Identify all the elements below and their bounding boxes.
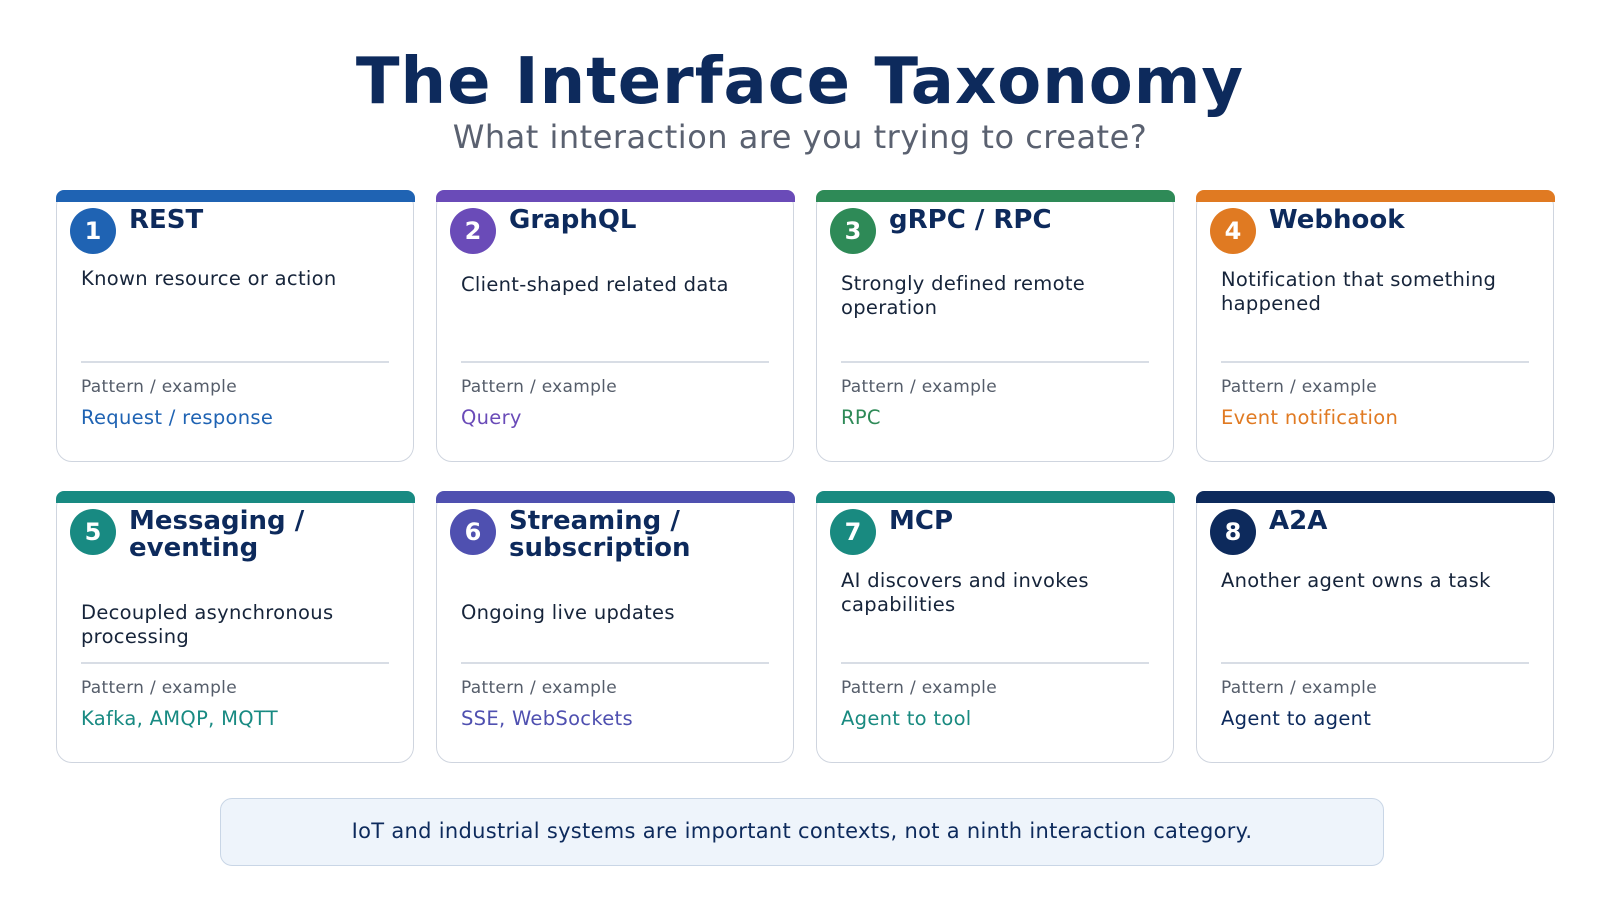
card-title: Messaging / eventing	[129, 506, 305, 563]
card-accent-bar	[55, 189, 415, 202]
pattern-label: Pattern / example	[81, 678, 237, 698]
page-subtitle: What interaction are you trying to creat…	[452, 118, 1148, 156]
card-number-badge: 8	[1210, 509, 1256, 555]
pattern-value: SSE, WebSockets	[461, 707, 633, 730]
pattern-value: Kafka, AMQP, MQTT	[81, 707, 278, 730]
card-title: GraphQL	[509, 205, 637, 235]
card-accent-bar	[815, 189, 1175, 202]
card-graphql: 2 GraphQL Client-shaped related data Pat…	[435, 189, 795, 462]
pattern-label: Pattern / example	[1221, 678, 1377, 698]
card-description: Ongoing live updates	[461, 601, 675, 624]
pattern-value: Query	[461, 406, 522, 429]
pattern-label: Pattern / example	[841, 377, 997, 397]
card-divider	[461, 361, 769, 363]
card-title: gRPC / RPC	[889, 205, 1052, 235]
card-accent-bar	[435, 189, 795, 202]
pattern-label: Pattern / example	[461, 377, 617, 397]
pattern-value: Request / response	[81, 406, 274, 429]
card-divider	[1221, 361, 1529, 363]
card-number-badge: 6	[450, 509, 496, 555]
card-streaming: 6 Streaming / subscription Ongoing live …	[435, 490, 795, 763]
pattern-value: RPC	[841, 406, 881, 429]
pattern-value: Agent to tool	[841, 707, 972, 730]
card-accent-bar	[1195, 189, 1555, 202]
pattern-value: Agent to agent	[1221, 707, 1372, 730]
card-divider	[841, 662, 1149, 664]
card-divider	[81, 361, 389, 363]
pattern-label: Pattern / example	[81, 377, 237, 397]
footer-note: IoT and industrial systems are important…	[220, 798, 1384, 866]
card-number-badge: 4	[1210, 208, 1256, 254]
card-description: AI discovers and invokes capabilities	[841, 569, 1089, 616]
card-title: MCP	[889, 506, 954, 536]
card-rest: 1 REST Known resource or action Pattern …	[55, 189, 415, 462]
page-title: The Interface Taxonomy	[355, 45, 1245, 119]
card-title: REST	[129, 205, 204, 235]
pattern-label: Pattern / example	[461, 678, 617, 698]
card-description: Notification that something happened	[1221, 268, 1497, 315]
card-description: Another agent owns a task	[1221, 569, 1491, 592]
card-webhook: 4 Webhook Notification that something ha…	[1195, 189, 1555, 462]
card-number-badge: 5	[70, 509, 116, 555]
card-number-badge: 7	[830, 509, 876, 555]
card-number-badge: 1	[70, 208, 116, 254]
pattern-label: Pattern / example	[1221, 377, 1377, 397]
card-a2a: 8 A2A Another agent owns a task Pattern …	[1195, 490, 1555, 763]
card-description: Decoupled asynchronous processing	[81, 601, 334, 648]
card-accent-bar	[1195, 490, 1555, 503]
card-description: Client-shaped related data	[461, 273, 729, 296]
card-description: Known resource or action	[81, 267, 337, 290]
card-description: Strongly defined remote operation	[841, 272, 1086, 319]
card-accent-bar	[435, 490, 795, 503]
card-mcp: 7 MCP AI discovers and invokes capabilit…	[815, 490, 1175, 763]
card-number-badge: 2	[450, 208, 496, 254]
card-divider	[1221, 662, 1529, 664]
card-title: Streaming / subscription	[509, 506, 691, 563]
card-grpc: 3 gRPC / RPC Strongly defined remote ope…	[815, 189, 1175, 462]
card-number-badge: 3	[830, 208, 876, 254]
card-accent-bar	[55, 490, 415, 503]
card-divider	[841, 361, 1149, 363]
card-title: Webhook	[1269, 205, 1405, 235]
taxonomy-grid: 1 REST Known resource or action Pattern …	[55, 189, 1555, 763]
card-divider	[461, 662, 769, 664]
card-messaging: 5 Messaging / eventing Decoupled asynchr…	[55, 490, 415, 763]
pattern-label: Pattern / example	[841, 678, 997, 698]
card-accent-bar	[815, 490, 1175, 503]
card-divider	[81, 662, 389, 664]
pattern-value: Event notification	[1221, 406, 1399, 429]
card-title: A2A	[1269, 506, 1328, 536]
